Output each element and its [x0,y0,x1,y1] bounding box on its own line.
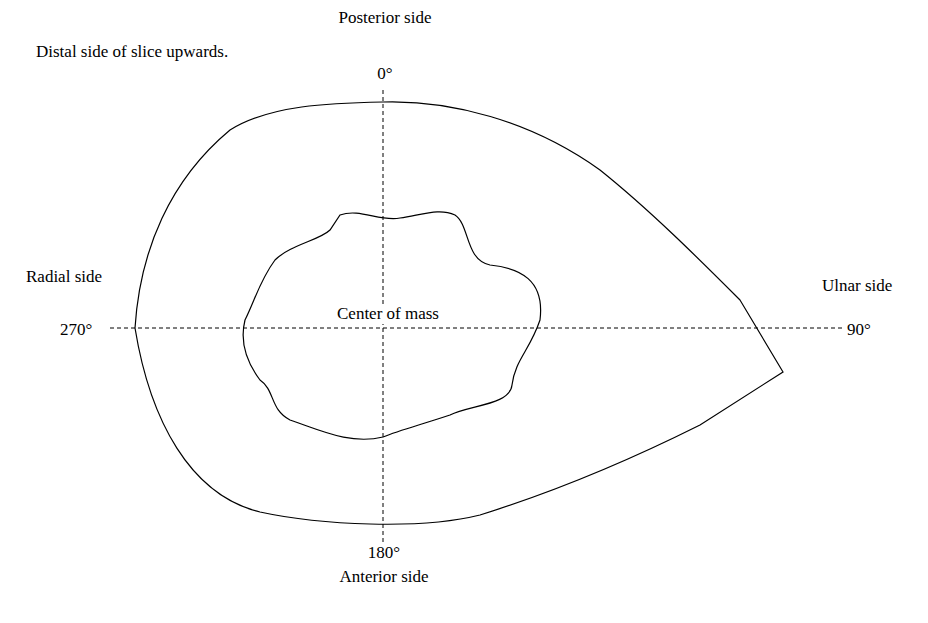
angle-label: 90° [845,320,873,340]
side-label: Anterior side [337,567,430,587]
side-label: Radial side [24,267,104,287]
center-label: Center of mass [335,304,441,324]
note: Distal side of slice upwards. [34,42,230,62]
horizontal-axis [110,328,842,329]
angle-label: 180° [366,543,402,563]
side-label: Ulnar side [820,276,894,296]
angle-label: 270° [58,320,94,340]
angle-label: 0° [375,64,394,84]
inner-contour [243,212,541,439]
outer-contour [135,102,783,524]
side-label: Posterior side [336,8,433,28]
